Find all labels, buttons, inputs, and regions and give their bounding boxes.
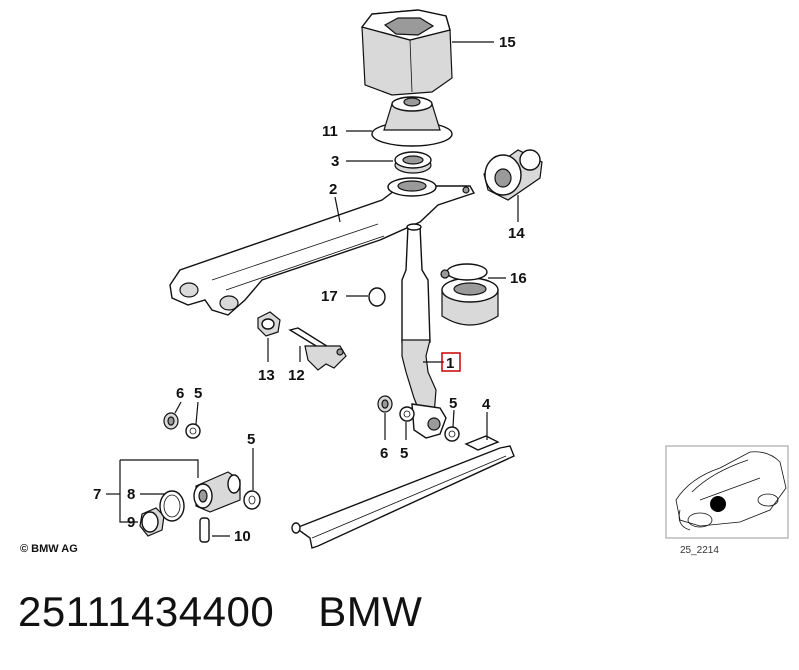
location-dot xyxy=(710,496,726,512)
part-4-selector-rod[interactable] xyxy=(291,435,515,549)
part-10-pin[interactable] xyxy=(199,517,210,543)
part-6-bush-left[interactable] xyxy=(163,412,179,430)
callout-5-lower: 5 xyxy=(247,431,255,448)
car-thumbnail xyxy=(665,445,789,539)
part-8-joint[interactable] xyxy=(193,471,241,513)
part-5-washer-right[interactable] xyxy=(444,426,460,442)
leader-5-left xyxy=(195,401,199,425)
callout-5-left: 5 xyxy=(194,385,202,402)
callout-11: 11 xyxy=(322,123,338,140)
part-13-clip[interactable] xyxy=(257,311,281,337)
footer-caption: 25111434400 BMW xyxy=(18,588,422,636)
callout-9: 9 xyxy=(127,514,135,531)
brand-name: BMW xyxy=(318,588,423,635)
part-6-bush-middle[interactable] xyxy=(377,395,393,413)
copyright-label: © BMW AG xyxy=(20,543,78,555)
leader-5-right xyxy=(452,409,455,428)
leader-6-left xyxy=(174,401,182,414)
part-5-washer-left[interactable] xyxy=(185,423,201,439)
callout-1: 1 xyxy=(446,355,454,372)
part-3-ring[interactable] xyxy=(394,151,432,174)
callout-13: 13 xyxy=(258,367,275,384)
callout-8: 8 xyxy=(127,486,135,503)
callout-16: 16 xyxy=(510,270,527,287)
callout-4: 4 xyxy=(482,396,491,413)
part-1-shift-lever[interactable] xyxy=(401,223,447,439)
callout-14: 14 xyxy=(508,225,525,242)
callout-5-right: 5 xyxy=(449,395,457,412)
part-17-disc[interactable] xyxy=(368,287,386,307)
part-11-rubber-boot[interactable] xyxy=(371,96,453,147)
part-16-bearing[interactable] xyxy=(440,263,499,326)
callout-12: 12 xyxy=(288,367,305,384)
bracket-7-top xyxy=(120,459,199,478)
callout-10: 10 xyxy=(234,528,251,545)
part-5-washer-middle[interactable] xyxy=(399,406,415,422)
callout-5-middle: 5 xyxy=(400,445,408,462)
callout-3: 3 xyxy=(331,153,339,170)
part-2-shift-arm[interactable] xyxy=(169,177,476,316)
part-number: 25111434400 xyxy=(18,588,275,635)
part-15-boot-cover[interactable] xyxy=(360,9,453,96)
part-14-bushing[interactable] xyxy=(483,149,543,201)
highlight-box xyxy=(441,352,461,372)
callout-7: 7 xyxy=(93,486,101,503)
bracket-7-side xyxy=(119,460,138,523)
callout-6-middle: 6 xyxy=(380,445,388,462)
callout-17: 17 xyxy=(321,288,338,305)
callout-6-left: 6 xyxy=(176,385,184,402)
thumbnail-code: 25_2214 xyxy=(680,545,719,556)
part-9-bush[interactable] xyxy=(139,507,165,537)
callout-2: 2 xyxy=(329,181,337,198)
part-8-ring[interactable] xyxy=(159,490,185,522)
callout-15: 15 xyxy=(499,34,516,51)
part-12-bracket[interactable] xyxy=(288,327,347,371)
part-5-washer-lower[interactable] xyxy=(243,490,261,510)
leader-2 xyxy=(334,196,341,223)
